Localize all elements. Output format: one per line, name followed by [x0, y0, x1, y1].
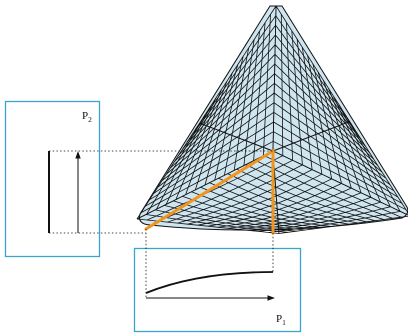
mesh-gridline — [323, 80, 362, 193]
panel-p1-frame — [133, 247, 302, 333]
mesh-gridline — [149, 121, 274, 201]
mesh-gridline — [218, 187, 352, 228]
mesh-gridline — [238, 197, 372, 230]
p2-label: P2 — [82, 110, 92, 124]
mesh-gridline — [274, 44, 367, 147]
mesh-spoke — [199, 122, 274, 152]
mesh-gridline — [182, 44, 276, 149]
mesh-gridline — [174, 63, 276, 162]
mesh-gridline — [344, 113, 401, 212]
mesh-gridline — [175, 89, 222, 200]
mesh-gridline — [273, 92, 387, 179]
mesh-gridline — [263, 155, 402, 218]
mesh-gridline — [214, 56, 244, 181]
mesh-gridline — [204, 64, 239, 186]
mesh-gridline — [253, 22, 266, 161]
mesh-gridline — [157, 159, 293, 222]
mesh-gridline — [178, 54, 276, 156]
mesh-gridline — [278, 215, 408, 234]
mesh-gridline — [317, 71, 352, 189]
mesh-gridline — [165, 82, 275, 175]
mesh-gridline — [153, 111, 275, 194]
mesh-gridline — [245, 164, 384, 220]
mesh-gridline — [275, 25, 359, 135]
mesh-gridline — [207, 183, 342, 227]
mesh-gridline — [197, 178, 332, 226]
mesh-gridline — [146, 114, 206, 215]
mesh-gridline — [209, 182, 349, 225]
mesh-outline — [139, 5, 408, 231]
arrow-up-icon — [75, 151, 81, 159]
panel-p1: P1 — [133, 247, 302, 333]
mesh-gridline — [236, 168, 376, 222]
mesh-gridline — [228, 192, 362, 229]
mesh-gridline — [291, 30, 303, 165]
mesh-gridline — [224, 47, 250, 176]
p1-label: P1 — [276, 313, 286, 327]
mesh-gridline — [272, 150, 408, 216]
mesh-gridline — [136, 150, 274, 220]
mesh-gridline — [170, 73, 275, 169]
mesh-gridline — [200, 186, 341, 226]
mesh-gridline — [141, 140, 274, 213]
panel-p2: P2 — [4, 100, 101, 258]
mesh-spoke — [272, 121, 350, 152]
mesh-gridline — [333, 96, 381, 203]
mesh-gridline — [164, 205, 306, 231]
mesh-gridline — [161, 92, 275, 182]
mesh-gridline — [273, 111, 395, 192]
mesh-gridline — [275, 5, 351, 122]
mesh-gridline — [254, 159, 393, 219]
mesh-gridline — [177, 169, 313, 224]
mesh-gridline — [286, 22, 293, 161]
mesh-gridline — [274, 73, 379, 166]
mesh-gridline — [185, 81, 228, 195]
mesh-gridline — [218, 177, 358, 224]
mesh-gridline — [199, 5, 277, 124]
mesh-gridline — [273, 121, 399, 198]
mesh-gridline — [227, 173, 367, 223]
mesh-gridline — [272, 5, 277, 152]
p1-mapped-curve — [145, 271, 274, 294]
mesh-gridline — [233, 39, 255, 171]
mesh-gridline — [167, 164, 303, 223]
mesh-gridline — [328, 88, 372, 198]
highlighted-region-edges — [144, 148, 275, 235]
mesh-gridline — [307, 55, 333, 179]
mesh-gridline — [258, 206, 391, 232]
mesh-gridline — [274, 63, 375, 160]
mesh-gridline — [173, 200, 314, 230]
mesh-gridline — [262, 14, 271, 156]
mesh-gridline — [274, 82, 383, 173]
mesh-gridline — [248, 201, 381, 231]
arrow-right-icon — [267, 295, 275, 301]
mesh-gridline — [273, 102, 391, 185]
mesh-gridline — [280, 14, 284, 156]
mesh-gridline — [312, 63, 342, 184]
mesh-gridline — [195, 15, 277, 130]
mesh-gridline — [157, 102, 275, 188]
mesh-gridline — [349, 121, 408, 214]
mesh-gridline — [191, 191, 332, 227]
mesh-gridline — [243, 31, 260, 166]
mesh-gridline — [296, 38, 313, 170]
mesh-gridline — [194, 72, 233, 191]
mesh-gridline — [146, 155, 283, 221]
mesh-gridline — [273, 131, 403, 204]
mesh-gridline — [187, 173, 323, 225]
projection-lines — [49, 150, 274, 298]
mesh-gridline — [145, 131, 274, 207]
mesh-gridline — [301, 47, 323, 175]
mesh-gridline — [190, 25, 276, 137]
panel-p2-frame — [4, 100, 101, 258]
mesh-gridline — [273, 140, 407, 211]
mesh-gridline — [274, 54, 371, 154]
mesh-gridline — [275, 15, 355, 129]
mesh-gridline — [182, 195, 323, 229]
